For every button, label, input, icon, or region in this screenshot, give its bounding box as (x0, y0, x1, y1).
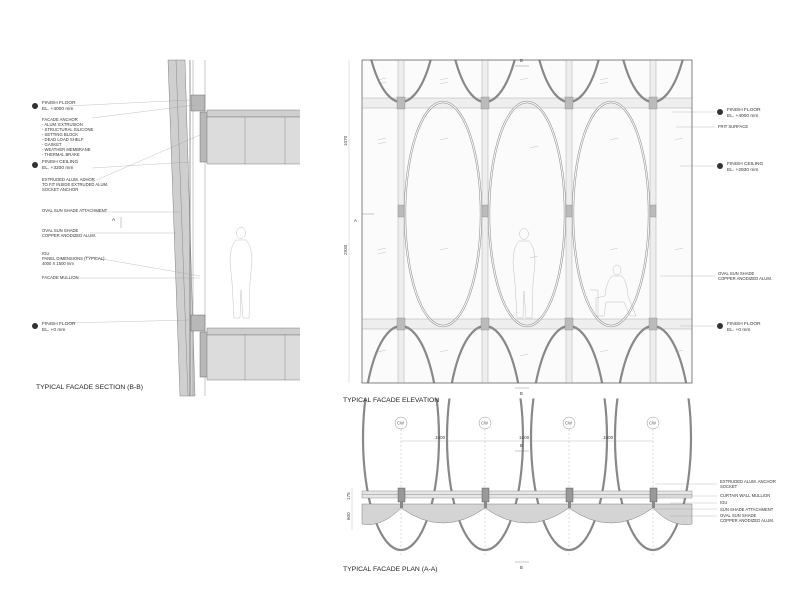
plan-attachment-label: SUN SHADE ATTACHMENT (720, 507, 774, 512)
section-title: TYPICAL FACADE SECTION (B-B) (36, 384, 143, 391)
section-oval-attachment-label: OVAL SUN SHADE ATTACHMENT (42, 208, 108, 213)
plan-dim-2: 1500 (519, 435, 530, 440)
plan-cut-b-top: B (520, 443, 523, 448)
plan-dim-3: 1500 (603, 435, 614, 440)
level-marker-icon (32, 323, 38, 329)
section-extruded-anchor-label: EXTRUDED ALUM. ADHOR TO FIT INSIDE EXTRU… (42, 177, 109, 192)
elevation-title: TYPICAL FACADE ELEVATION (343, 397, 439, 404)
level-marker-icon (717, 323, 723, 329)
facade-anchor-detail-bottom (190, 314, 206, 332)
section-oval-shade-label: OVAL SUN SHADE COPPER ANODIZED ALUM. (42, 228, 96, 238)
plan-cut-b-bottom: B (520, 565, 523, 570)
elevation-cut-b-top: B (520, 58, 523, 63)
section-facade-anchor-label: FACADE ANCHOR - ALUM. EXTRUSION - STRUCT… (42, 117, 94, 157)
svg-text:CW: CW (649, 421, 656, 426)
ceiling-void-bottom (206, 334, 313, 381)
svg-text:CW: CW (565, 421, 572, 426)
elevation-vert-dim-2: 2930 (343, 244, 348, 255)
elevation-cut-b-bottom: B (520, 391, 523, 396)
frit-pattern (377, 77, 684, 357)
floor-slab-top (206, 109, 313, 118)
person-silhouette-elevation (512, 228, 637, 319)
person-silhouette-section (229, 227, 253, 319)
plan-grid-bubbles: CW CW CW CW (394, 416, 660, 430)
elevation-cut-a: A (354, 218, 357, 223)
elevation-frit-label: FRIT SURFACE (718, 124, 748, 129)
section-cut-a-left: A (112, 217, 116, 223)
elevation-facade-panel (361, 59, 693, 384)
sun-shade-blade-section (167, 59, 196, 397)
facade-elevation-drawing: CW CW CW CW 1500 1500 1500 (300, 0, 772, 552)
svg-text:CW: CW (481, 421, 488, 426)
plan-dim-1: 1500 (435, 435, 446, 440)
plan-title: TYPICAL FACADE PLAN (A-A) (343, 566, 438, 573)
svg-text:CW: CW (397, 421, 404, 426)
plan-vert-dim-2: 600 (346, 512, 351, 520)
facade-anchor-detail-top (190, 94, 206, 112)
ceiling-void-top (206, 116, 313, 165)
plan-mullion-label: CURTAIN WALL MULLION (720, 493, 770, 498)
floor-slab-bottom (206, 327, 313, 336)
plan-vert-dim-1: 175 (346, 492, 351, 500)
plan-oval-sun-shades (361, 503, 693, 525)
level-marker-icon (717, 109, 723, 115)
section-igu-label: IGU PANEL DIMENSIONS (TYPICAL): 4000 X 1… (42, 251, 107, 266)
level-marker-icon (32, 162, 38, 168)
elevation-transom-bottom (361, 318, 693, 330)
elevation-vert-dim-1: 1070 (343, 135, 348, 146)
plan-igu-label: IGU (720, 500, 727, 505)
level-marker-icon (717, 163, 723, 169)
level-marker-icon (32, 103, 38, 109)
facade-plan-drawing: CW CW CW CW 1500 1500 1500 B B (343, 416, 776, 573)
section-mullion-label: FACADE MULLION (42, 275, 79, 280)
